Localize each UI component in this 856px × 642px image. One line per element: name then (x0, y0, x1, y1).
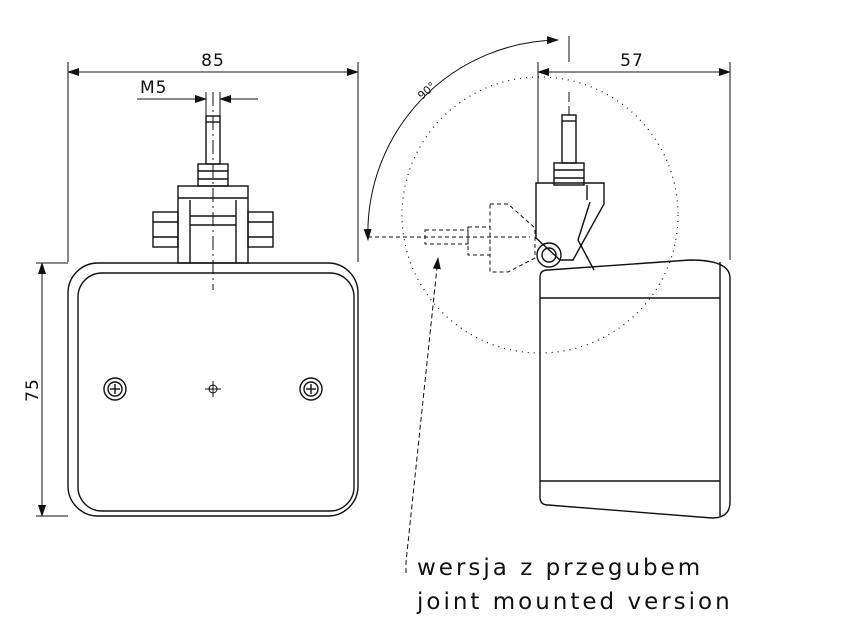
note-polish: wersja z przegubem (417, 555, 703, 581)
screw-left-icon (103, 377, 127, 401)
side-housing (539, 259, 731, 519)
dimension-thread (137, 92, 258, 116)
side-view (535, 92, 731, 519)
dimension-width (67, 62, 359, 262)
dimension-height-label: 75 (23, 378, 43, 402)
side-top-nut (553, 162, 585, 186)
front-nut-left (152, 211, 179, 248)
note-leader (405, 257, 441, 573)
front-view (67, 92, 359, 517)
angle-label: 90° (415, 80, 438, 103)
front-lens (77, 272, 355, 512)
front-nut-right (247, 211, 274, 248)
center-mark-icon (205, 381, 221, 397)
note-english: joint mounted version (416, 589, 733, 615)
dimension-height (36, 262, 68, 517)
rotation-path (401, 76, 679, 354)
side-bolt (561, 114, 577, 164)
dimension-width-label: 85 (201, 51, 225, 71)
dimension-depth (537, 62, 731, 260)
rotated-bracket-outline (368, 203, 536, 273)
dimension-depth-label: 57 (620, 51, 644, 71)
pivot-joint-icon (536, 242, 562, 268)
screw-right-icon (299, 377, 323, 401)
dimension-thread-label: M5 (140, 78, 167, 98)
angle-arc (363, 36, 559, 241)
